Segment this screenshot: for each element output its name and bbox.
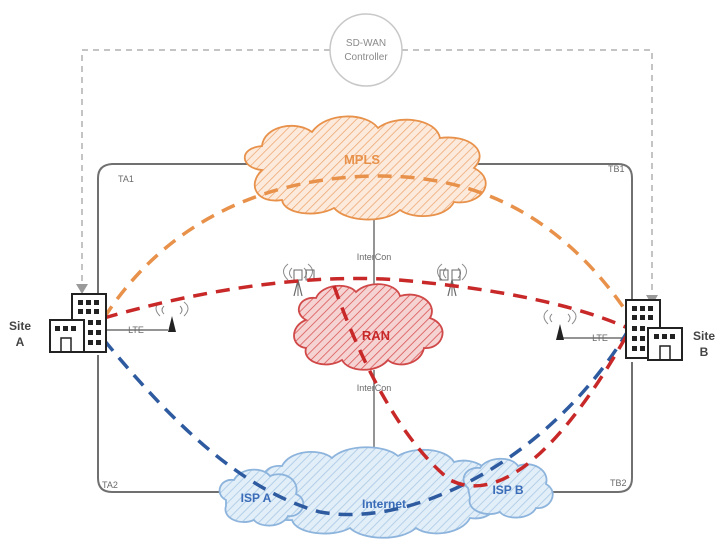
ran-tower-right-icon — [437, 263, 467, 297]
ta1-label: TA1 — [118, 174, 134, 184]
tb2-label: TB2 — [610, 478, 627, 488]
lte-a-label: LTE — [128, 325, 144, 335]
sdwan-controller — [329, 13, 403, 87]
controller-label-line2: Controller — [344, 52, 388, 63]
connection-ta1 — [97, 163, 250, 300]
ran-cloud — [293, 283, 444, 371]
lte-antenna-b-icon — [543, 309, 577, 340]
internet-cloud — [262, 446, 500, 539]
intercon-bottom-label: InterCon — [357, 383, 392, 393]
site-a-label-line2: A — [16, 335, 25, 349]
mpls-tunnel — [102, 174, 634, 321]
site-a-label-line1: Site — [9, 319, 31, 333]
isp-b-cloud — [462, 457, 554, 519]
site-b-building-icon — [625, 299, 683, 361]
mpls-label: MPLS — [344, 152, 380, 167]
site-a-building-icon — [49, 293, 107, 353]
connection-tb1 — [478, 163, 633, 305]
site-b-label-line2: B — [700, 345, 709, 359]
connection-ta2 — [97, 355, 232, 493]
isp-b-label: ISP B — [492, 483, 523, 497]
ran-tunnel-lower — [332, 285, 634, 488]
internet-label: Internet — [362, 497, 406, 511]
controller-arrow-a — [76, 284, 88, 294]
lte-b-label: LTE — [592, 333, 608, 343]
ta2-label: TA2 — [102, 480, 118, 490]
isp-a-cloud — [218, 468, 305, 527]
controller-link-a — [81, 49, 330, 286]
isp-a-label: ISP A — [241, 491, 272, 505]
intercon-top-label: InterCon — [357, 252, 392, 262]
connection-tb2 — [548, 362, 633, 493]
ran-label: RAN — [362, 328, 390, 343]
ran-tunnel-upper — [103, 276, 633, 332]
internet-tunnel — [102, 323, 634, 517]
controller-label-line1: SD-WAN — [346, 38, 386, 49]
site-b-label-line1: Site — [693, 329, 715, 343]
tb1-label: TB1 — [608, 164, 625, 174]
lte-antenna-a-icon — [155, 301, 189, 332]
mpls-cloud — [243, 115, 487, 221]
